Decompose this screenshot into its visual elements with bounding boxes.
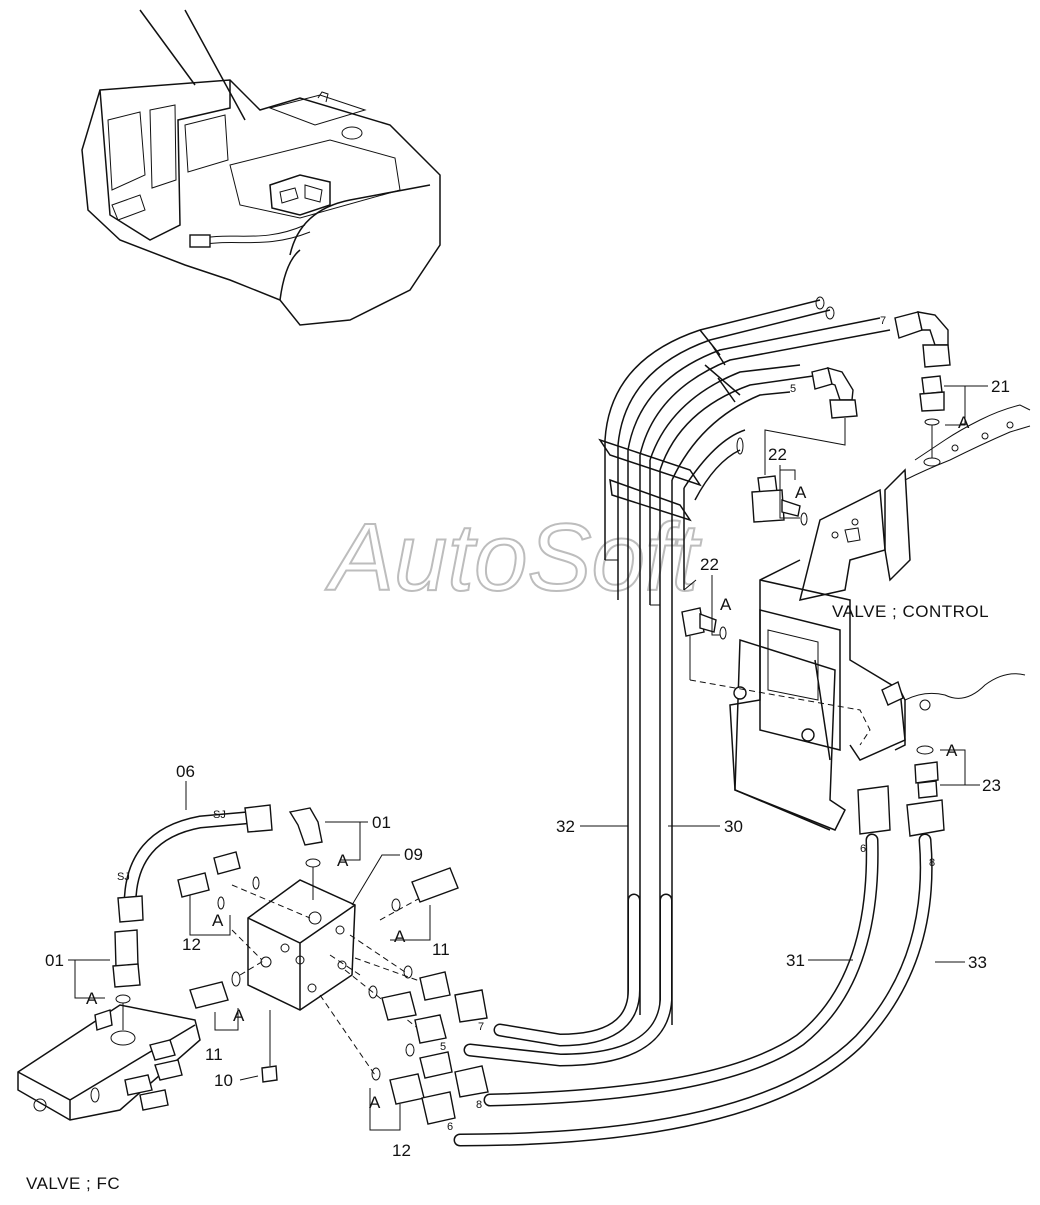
mark-sj-top: SJ [213, 809, 226, 821]
mark-7-top: 7 [880, 315, 886, 327]
label-31: 31 [786, 951, 805, 970]
label-a-11-right: A [394, 927, 406, 946]
mark-6-bottom: 6 [447, 1121, 453, 1133]
label-01-left: 01 [45, 951, 64, 970]
label-22-top: 22 [768, 445, 787, 464]
label-21: 21 [991, 377, 1010, 396]
mark-sj-left: SJ [117, 871, 130, 883]
label-11-bottom: 11 [205, 1045, 223, 1064]
mark-8-right: 8 [929, 857, 935, 869]
label-10: 10 [214, 1071, 233, 1090]
label-a-12-bottom: A [369, 1093, 381, 1112]
label-01-top: 01 [372, 813, 391, 832]
label-33: 33 [968, 953, 987, 972]
label-a-01-top: A [337, 851, 349, 870]
hoses-lower-left [463, 893, 673, 1067]
label-12-bottom: 12 [392, 1141, 411, 1160]
callout-leaders [68, 385, 988, 1131]
hose-bundle-upper [598, 296, 951, 1025]
label-23: 23 [982, 776, 1001, 795]
label-a-21: A [958, 413, 970, 432]
label-06: 06 [176, 762, 195, 781]
fc-valve-block [17, 804, 489, 1125]
mark-7-bottom: 7 [478, 1021, 484, 1033]
label-a-23: A [946, 741, 958, 760]
watermark: AutoSoft [325, 504, 702, 611]
hoses-lower-right [453, 745, 945, 1147]
label-11-right: 11 [432, 940, 450, 959]
mark-6-right: 6 [860, 843, 866, 855]
label-a-12-left: A [212, 911, 224, 930]
mark-5-bottom: 5 [440, 1041, 446, 1053]
mark-5-top: 5 [790, 383, 796, 395]
label-a-01-left: A [86, 989, 98, 1008]
mark-8-bottom: 8 [476, 1099, 482, 1111]
caption-valve-fc: VALVE ; FC [26, 1174, 120, 1193]
label-32: 32 [556, 817, 575, 836]
label-12-left: 12 [182, 935, 201, 954]
label-22-mid: 22 [700, 555, 719, 574]
control-valve-illustration [689, 404, 1031, 831]
label-a-22-top: A [795, 483, 807, 502]
label-30: 30 [724, 817, 743, 836]
label-09: 09 [404, 845, 423, 864]
excavator-overview-illustration [81, 9, 441, 326]
callout-labels: 06 01 01 09 11 11 12 12 10 21 22 22 23 3… [45, 377, 1010, 1160]
hose-end-marks: SJ SJ 7 5 6 8 7 5 8 6 [117, 315, 935, 1133]
label-a-22-mid: A [720, 595, 732, 614]
label-a-11-bottom: A [233, 1006, 245, 1025]
caption-valve-control: VALVE ; CONTROL [832, 602, 989, 621]
